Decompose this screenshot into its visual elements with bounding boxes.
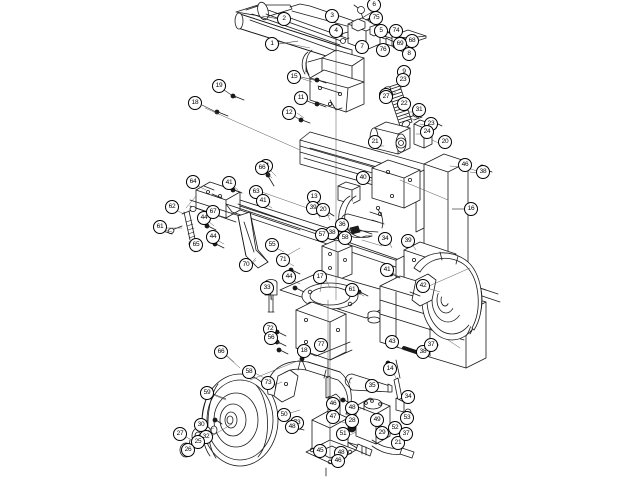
callout-45[interactable]: 45	[313, 444, 327, 458]
callout-29[interactable]: 29	[375, 426, 389, 440]
callout-56[interactable]: 56	[264, 331, 278, 345]
callout-41[interactable]: 41	[256, 194, 270, 208]
callout-18[interactable]: 18	[188, 96, 202, 110]
callout-28[interactable]: 28	[345, 414, 359, 428]
leader-11	[305, 100, 317, 105]
callout-18[interactable]: 18	[297, 344, 311, 358]
callout-68[interactable]: 68	[405, 34, 419, 48]
callout-67[interactable]: 67	[206, 205, 220, 219]
callout-20[interactable]: 20	[316, 203, 330, 217]
callout-4[interactable]: 4	[329, 24, 343, 38]
callout-70[interactable]: 70	[239, 258, 253, 272]
callout-5[interactable]: 5	[374, 24, 388, 38]
callout-66[interactable]: 66	[255, 161, 269, 175]
callout-75[interactable]: 75	[369, 11, 383, 25]
callout-17[interactable]: 17	[313, 270, 327, 284]
leader-2	[261, 15, 280, 20]
callout-22[interactable]: 22	[397, 97, 411, 111]
callout-58[interactable]: 58	[242, 365, 256, 379]
callout-61[interactable]: 61	[153, 220, 167, 234]
callout-23[interactable]: 23	[396, 73, 410, 87]
callout-53[interactable]: 53	[400, 411, 414, 425]
callout-20[interactable]: 20	[438, 135, 452, 149]
callout-46[interactable]: 46	[326, 397, 340, 411]
callout-27[interactable]: 27	[173, 427, 187, 441]
callout-21[interactable]: 21	[368, 135, 382, 149]
right-wheel-assembly	[409, 251, 483, 341]
callout-43[interactable]: 43	[385, 335, 399, 349]
callout-64[interactable]: 64	[186, 175, 200, 189]
callout-42[interactable]: 42	[416, 279, 430, 293]
leader-15	[300, 76, 319, 82]
callout-3[interactable]: 3	[325, 9, 339, 23]
callout-15[interactable]: 15	[287, 70, 301, 84]
callout-47[interactable]: 47	[326, 410, 340, 424]
callout-27[interactable]: 27	[379, 90, 393, 104]
callout-12[interactable]: 12	[282, 106, 296, 120]
callout-40[interactable]: 40	[356, 171, 370, 185]
callout-59[interactable]: 59	[200, 386, 214, 400]
callout-49[interactable]: 49	[370, 413, 384, 427]
callout-58[interactable]: 58	[338, 231, 352, 245]
leader-19	[223, 89, 237, 99]
leader-1	[278, 40, 299, 45]
leader-12	[293, 115, 303, 122]
callout-48[interactable]: 48	[345, 401, 359, 415]
callout-50[interactable]: 50	[277, 408, 291, 422]
callout-11[interactable]: 11	[294, 91, 308, 105]
callout-46[interactable]: 46	[331, 454, 345, 468]
callout-62[interactable]: 62	[165, 200, 179, 214]
callout-34[interactable]: 34	[378, 232, 392, 246]
callout-44[interactable]: 44	[282, 270, 296, 284]
callout-74[interactable]: 74	[389, 24, 403, 38]
callout-77[interactable]: 77	[314, 338, 328, 352]
callout-41[interactable]: 41	[222, 176, 236, 190]
callout-35[interactable]: 35	[365, 379, 379, 393]
callout-2[interactable]: 2	[277, 12, 291, 26]
callout-16[interactable]: 16	[464, 202, 478, 216]
callout-44[interactable]: 44	[206, 230, 220, 244]
callout-46[interactable]: 46	[458, 158, 472, 172]
callout-76[interactable]: 76	[376, 43, 390, 57]
leader-59	[212, 393, 227, 400]
callout-66[interactable]: 66	[214, 345, 228, 359]
engine-mount-plate	[279, 271, 405, 361]
callout-34[interactable]: 34	[401, 390, 415, 404]
leader-18	[201, 104, 219, 114]
callout-51[interactable]: 51	[336, 427, 350, 441]
callout-25[interactable]: 25	[191, 435, 205, 449]
callout-24[interactable]: 24	[420, 125, 434, 139]
callout-37[interactable]: 37	[424, 338, 438, 352]
callout-14[interactable]: 14	[383, 362, 397, 376]
callout-61[interactable]: 61	[345, 283, 359, 297]
cylinder-mount-bracket	[301, 49, 365, 113]
callout-55[interactable]: 55	[265, 238, 279, 252]
callout-33[interactable]: 33	[260, 281, 274, 295]
callout-65[interactable]: 65	[189, 238, 203, 252]
callout-39[interactable]: 39	[401, 234, 415, 248]
callout-7[interactable]: 7	[355, 40, 369, 54]
callout-41[interactable]: 41	[380, 263, 394, 277]
callout-57[interactable]: 57	[315, 228, 329, 242]
callout-37[interactable]: 37	[399, 427, 413, 441]
callout-38[interactable]: 38	[476, 165, 490, 179]
callout-1[interactable]: 1	[265, 37, 279, 51]
callout-48[interactable]: 48	[285, 420, 299, 434]
callout-26[interactable]: 26	[181, 443, 195, 457]
callout-19[interactable]: 19	[212, 79, 226, 93]
callout-31[interactable]: 31	[412, 103, 426, 117]
callout-71[interactable]: 71	[276, 253, 290, 267]
callout-73[interactable]: 73	[261, 376, 275, 390]
callout-8[interactable]: 8	[402, 47, 416, 61]
callout-69[interactable]: 69	[393, 37, 407, 51]
